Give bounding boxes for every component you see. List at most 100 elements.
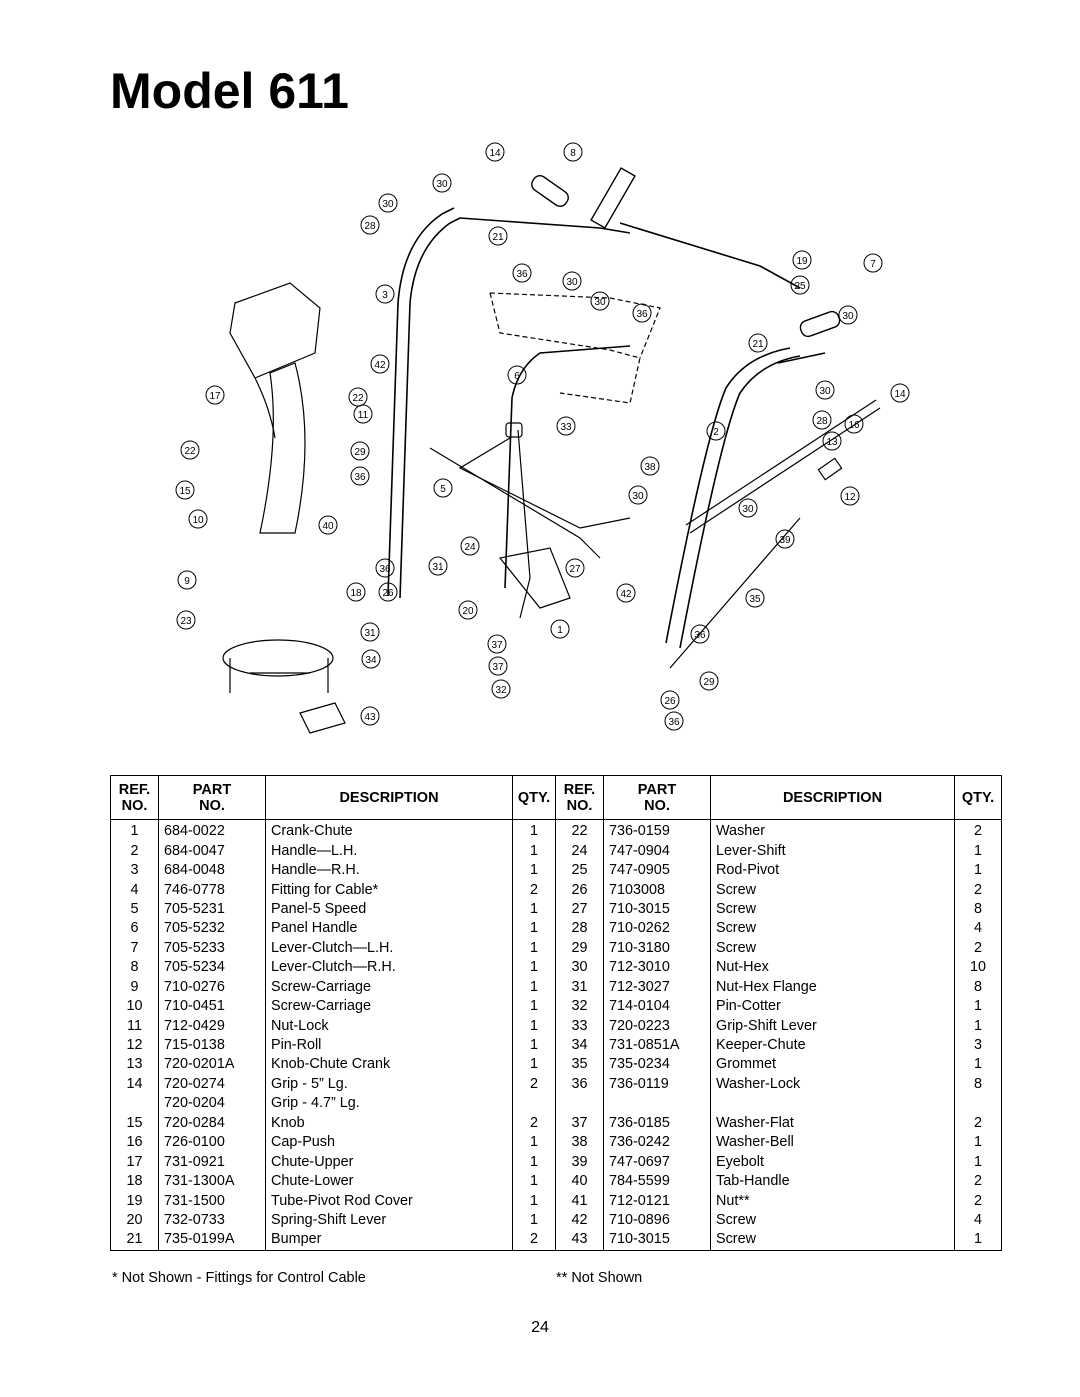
description-cell: Grip - 5” Lg. (265, 1074, 513, 1095)
ref-no-cell: 18 (110, 1171, 159, 1192)
page-number: 24 (531, 1319, 549, 1336)
svg-text:31: 31 (364, 628, 376, 639)
ref-no-cell: 37 (555, 1113, 604, 1133)
qty-cell: 10 (954, 958, 1002, 978)
svg-text:42: 42 (620, 589, 632, 600)
ref-no-cell: 29 (555, 938, 604, 959)
description-cell: Cap-Push (265, 1133, 513, 1153)
ref-no-cell (555, 1094, 604, 1114)
svg-text:36: 36 (694, 630, 706, 641)
qty-cell: 4 (954, 919, 1002, 939)
description-cell: Tube-Pivot Rod Cover (265, 1191, 513, 1211)
header-qty: QTY. (954, 775, 1002, 820)
description-cell: Chute-Upper (265, 1152, 513, 1172)
part-no-cell: 705-5232 (158, 919, 266, 939)
svg-text:23: 23 (180, 616, 192, 627)
description-cell: Nut-Hex Flange (710, 977, 955, 997)
part-no-cell: 710-0276 (158, 977, 266, 997)
part-no-cell: 720-0223 (603, 1016, 711, 1036)
part-no-cell: 710-3015 (603, 899, 711, 920)
header-qty: QTY. (512, 775, 556, 820)
svg-text:13: 13 (826, 437, 838, 448)
control-panel (489, 292, 661, 404)
part-no-cell: 715-0138 (158, 1035, 266, 1056)
svg-text:30: 30 (382, 199, 394, 210)
description-cell: Bumper (265, 1230, 513, 1251)
svg-text:40: 40 (322, 521, 334, 532)
description-cell: Tab-Handle (710, 1171, 955, 1192)
ref-no-cell: 38 (555, 1133, 604, 1153)
ref-no-cell: 24 (555, 841, 604, 861)
svg-text:30: 30 (842, 311, 854, 322)
ref-no-cell: 13 (110, 1055, 159, 1075)
ref-no-cell: 40 (555, 1171, 604, 1192)
ref-no-cell: 42 (555, 1210, 604, 1231)
ref-no-cell: 5 (110, 899, 159, 920)
description-cell: Pin-Roll (265, 1035, 513, 1056)
part-no-cell: 714-0104 (603, 996, 711, 1017)
svg-text:43: 43 (364, 712, 376, 723)
exploded-parts-diagram: 14 8 30 30 28 21 19 7 3 36 30 25 30 36 3… (175, 142, 910, 734)
part-no-cell: 731-0851A (603, 1035, 711, 1056)
description-cell: Crank-Chute (265, 819, 513, 842)
ref-no-cell: 35 (555, 1055, 604, 1075)
header-description: DESCRIPTION (710, 775, 955, 820)
handle-frame (387, 207, 826, 649)
ref-no-cell: 8 (110, 958, 159, 978)
ref-no-cell: 21 (110, 1230, 159, 1251)
ref-no-cell: 17 (110, 1152, 159, 1172)
svg-text:14: 14 (489, 148, 501, 159)
description-cell: Washer (710, 819, 955, 842)
qty-cell: 2 (512, 1113, 556, 1133)
qty-cell: 3 (954, 1035, 1002, 1056)
part-no-cell: 710-0262 (603, 919, 711, 939)
description-cell: Grip-Shift Lever (710, 1016, 955, 1036)
part-no-cell: 736-0242 (603, 1133, 711, 1153)
ref-no-cell: 41 (555, 1191, 604, 1211)
qty-cell: 1 (954, 860, 1002, 881)
part-no-cell: 705-5233 (158, 938, 266, 959)
description-cell: Handle—L.H. (265, 841, 513, 861)
svg-text:24: 24 (464, 542, 476, 553)
qty-cell: 1 (512, 958, 556, 978)
qty-cell: 1 (512, 899, 556, 920)
svg-text:29: 29 (354, 447, 366, 458)
qty-cell: 1 (954, 1016, 1002, 1036)
part-no-cell: 735-0199A (158, 1230, 266, 1251)
part-no-cell: 735-0234 (603, 1055, 711, 1075)
description-cell: Washer-Bell (710, 1133, 955, 1153)
qty-cell: 1 (512, 1191, 556, 1211)
svg-text:2: 2 (713, 427, 719, 438)
qty-cell: 1 (954, 1230, 1002, 1251)
svg-text:37: 37 (491, 640, 503, 651)
description-cell: Knob (265, 1113, 513, 1133)
chute-crank (669, 399, 881, 669)
ref-no-cell: 31 (555, 977, 604, 997)
svg-text:16: 16 (848, 420, 860, 431)
description-cell: Eyebolt (710, 1152, 955, 1172)
svg-text:21: 21 (492, 232, 504, 243)
ref-no-cell: 3 (110, 860, 159, 881)
part-no-cell: 720-0284 (158, 1113, 266, 1133)
description-cell: Panel-5 Speed (265, 899, 513, 920)
description-cell: Fitting for Cable* (265, 880, 513, 900)
description-cell: Keeper-Chute (710, 1035, 955, 1056)
ref-no-cell: 19 (110, 1191, 159, 1211)
svg-text:7: 7 (870, 259, 876, 270)
qty-cell: 8 (954, 1074, 1002, 1095)
description-cell: Nut-Hex (710, 958, 955, 978)
ref-no-cell: 11 (110, 1016, 159, 1036)
qty-cell: 1 (512, 1016, 556, 1036)
ref-no-cell: 22 (555, 819, 604, 842)
svg-text:26: 26 (382, 588, 394, 599)
qty-cell: 2 (954, 1191, 1002, 1211)
